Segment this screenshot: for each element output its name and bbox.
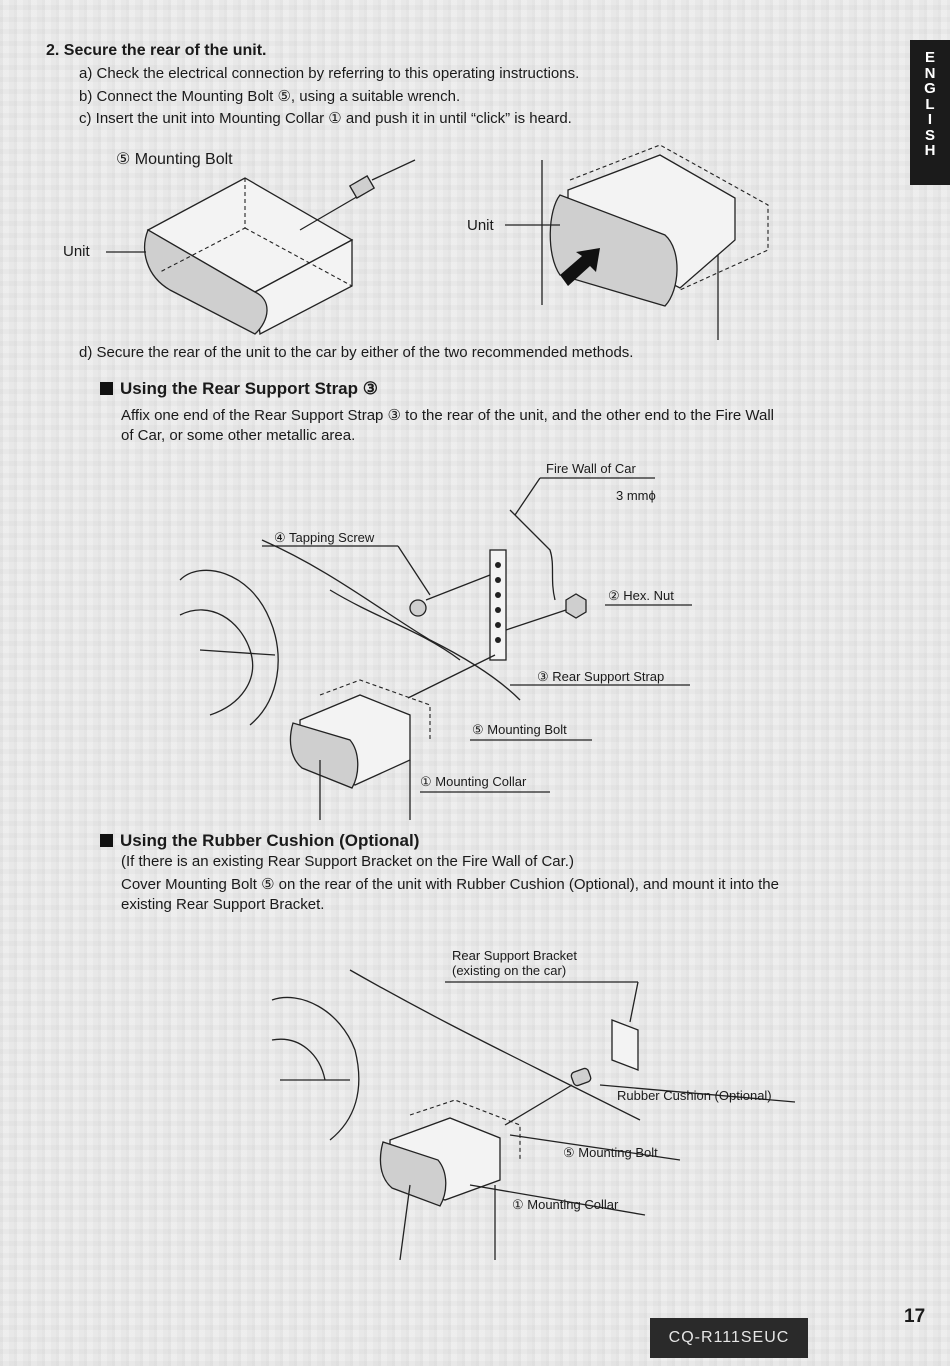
step-a: a) Check the electrical connection by re… <box>79 65 580 82</box>
label-mounting-bolt-1: ⑤ Mounting Bolt <box>472 722 567 737</box>
mounting-bolt-graphic <box>348 159 416 199</box>
bullet-square <box>100 834 113 847</box>
bullet-square <box>100 382 113 395</box>
label-mounting-collar-2: ① Mounting Collar <box>512 1197 619 1212</box>
section-heading: 2. Secure the rear of the unit. <box>46 42 267 59</box>
hex-nut-graphic <box>505 593 587 631</box>
figure1-illustration <box>106 144 769 340</box>
tab-letter: S <box>924 126 935 144</box>
method1-line2: of Car, or some other metallic area. <box>121 427 356 444</box>
tapping-screw-graphic <box>409 574 491 617</box>
dashboard-graphic-2 <box>271 969 641 1141</box>
unit-in-dash <box>289 679 431 820</box>
step-d: d) Secure the rear of the unit to the ca… <box>79 344 634 361</box>
fig1-unit-label-left: Unit <box>63 243 90 260</box>
language-tab: E N G L I S H <box>910 40 950 185</box>
method2-line2: Cover Mounting Bolt ⑤ on the rear of the… <box>121 876 779 893</box>
insert-arrow <box>560 248 600 286</box>
label-mounting-collar-1: ① Mounting Collar <box>420 774 527 789</box>
method1-line1: Affix one end of the Rear Support Strap … <box>121 407 774 424</box>
method1-title: Using the Rear Support Strap ③ <box>100 379 378 399</box>
tab-letter: E <box>924 49 935 66</box>
label-fire-wall: Fire Wall of Car <box>546 461 636 476</box>
label-bracket-line2: (existing on the car) <box>452 963 567 978</box>
method2-line1: (If there is an existing Rear Support Br… <box>121 853 574 870</box>
rear-support-strap-graphic <box>407 549 507 699</box>
rubber-cushion-graphic <box>504 1067 592 1126</box>
rear-support-bracket-graphic <box>445 981 639 1071</box>
fig1-mounting-bolt-label: ⑤ Mounting Bolt <box>116 151 233 168</box>
step-b: b) Connect the Mounting Bolt ⑤, using a … <box>79 88 461 105</box>
unit-in-dash-2 <box>379 1099 521 1260</box>
label-hex-nut: ② Hex. Nut <box>608 588 674 603</box>
tab-letter: N <box>924 64 936 82</box>
method2-line3: existing Rear Support Bracket. <box>121 896 325 913</box>
method2-title: Using the Rubber Cushion (Optional) <box>100 831 419 851</box>
fire-wall-line <box>509 509 556 601</box>
label-mounting-bolt-2: ⑤ Mounting Bolt <box>563 1145 658 1160</box>
dashboard-graphic <box>179 539 521 726</box>
tab-letter: H <box>924 142 936 159</box>
label-hole-size: 3 mmϕ <box>616 488 656 503</box>
figure3-illustration <box>271 969 796 1260</box>
figure2-illustration <box>179 477 692 820</box>
method2-title-text: Using the Rubber Cushion (Optional) <box>120 831 420 850</box>
label-tapping-screw: ④ Tapping Screw <box>274 530 375 545</box>
model-badge: CQ-R111SEUC <box>650 1318 808 1358</box>
tab-letter: I <box>927 111 933 128</box>
method1-title-text: Using the Rear Support Strap ③ <box>120 379 378 398</box>
tab-letter: L <box>925 95 935 113</box>
unit-box-left <box>106 177 361 336</box>
label-bracket-line1: Rear Support Bracket <box>452 948 578 963</box>
step-c: c) Insert the unit into Mounting Collar … <box>79 110 572 127</box>
fig1-unit-label-right: Unit <box>467 217 494 234</box>
page-number: 17 <box>904 1306 926 1327</box>
label-rear-support-strap: ③ Rear Support Strap <box>537 669 665 684</box>
tab-letter: G <box>924 80 936 97</box>
label-rubber-cushion: Rubber Cushion (Optional) <box>617 1088 772 1103</box>
unit-box-right <box>505 144 769 340</box>
